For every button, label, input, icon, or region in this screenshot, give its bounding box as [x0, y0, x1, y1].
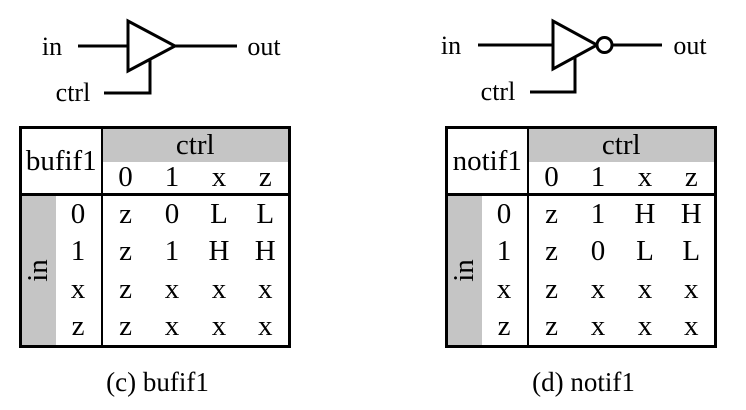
truth-cell: z	[100, 270, 149, 309]
truth-cell: x	[258, 273, 273, 305]
table-row: z z x x x	[21, 308, 290, 347]
truth-cell: x	[211, 310, 227, 343]
buffer-triangle-icon	[126, 18, 179, 74]
ctrl-label: ctrl	[56, 78, 91, 107]
truth-cell: L	[682, 235, 701, 267]
truth-cell: x	[590, 273, 606, 305]
truth-cell: x	[258, 310, 273, 343]
in-group-header: in	[20, 194, 56, 347]
truth-cell: H	[208, 235, 230, 267]
ctrl-wire	[104, 60, 152, 95]
ctrl-group-header: ctrl	[100, 127, 290, 162]
table-header-row: bufif1 ctrl	[20, 127, 290, 196]
truth-cell: x	[637, 310, 653, 343]
row-header-cell: 1	[496, 235, 512, 267]
truth-cell: z	[100, 232, 149, 271]
row-header-cell: 1	[70, 235, 86, 267]
table-row: x z x x x	[21, 270, 290, 309]
figure-caption: (c) bufif1	[106, 367, 209, 397]
row-header-cell: x	[70, 273, 86, 305]
truth-cell: x	[211, 273, 227, 305]
ctrl-label: ctrl	[481, 77, 516, 106]
table-row: in 0 z 1 H H	[446, 194, 716, 347]
truth-cell: H	[680, 197, 702, 230]
inverter-triangle-icon	[551, 18, 601, 72]
col-header-cell: x	[621, 161, 669, 196]
col-header-cell: x	[195, 161, 243, 196]
truth-cell: z	[526, 270, 575, 309]
ctrl-group-header: ctrl	[526, 127, 716, 162]
truth-cell: H	[254, 235, 276, 267]
col-header-cell: 1	[574, 161, 622, 196]
panel-bufif1: in out ctrl bufif1 ctrl 0 1 x z in 0 z	[19, 18, 291, 397]
truth-cell: x	[684, 310, 699, 343]
bufif1-truth-table: bufif1 ctrl 0 1 x z in 0 z 0 L L 1 z 1	[19, 126, 291, 348]
table-row: in 0 z 0 L L	[20, 194, 290, 347]
truth-cell: x	[590, 310, 606, 343]
truth-cell: z	[526, 232, 575, 271]
truth-cell: z	[526, 308, 575, 347]
row-header-cell: 0	[496, 197, 512, 230]
notif1-truth-table: notif1 ctrl 0 1 x z in 0 z 1 H H 1 z 0	[445, 126, 717, 348]
in-group-label: in	[22, 259, 55, 282]
truth-cell: z	[100, 194, 149, 233]
bufif1-symbol: in out ctrl	[42, 18, 281, 107]
in-label: in	[441, 31, 461, 60]
row-header-cell: 0	[70, 197, 86, 230]
table-corner-label: notif1	[446, 127, 528, 196]
in-group-label: in	[448, 259, 481, 282]
out-label: out	[247, 32, 281, 61]
panel-notif1: in out ctrl notif1 ctrl 0 1 x z in 0 z	[373, 0, 746, 410]
truth-cell: x	[164, 310, 180, 343]
row-header-cell: z	[497, 310, 511, 343]
notif1-symbol: in out ctrl	[441, 18, 707, 106]
col-header-cell: 0	[526, 161, 575, 196]
truth-cell: x	[164, 273, 180, 305]
out-label: out	[673, 31, 707, 60]
truth-cell: L	[210, 197, 228, 230]
truth-cell: x	[684, 273, 699, 305]
truth-cell: 1	[590, 197, 606, 230]
col-header-cell: z	[242, 161, 290, 196]
in-label: in	[42, 32, 62, 61]
table-row: 1 z 1 H H	[21, 232, 290, 271]
col-header-cell: z	[668, 161, 716, 196]
row-header-cell: z	[71, 310, 85, 343]
table-row: x z x x x	[447, 270, 716, 309]
truth-cell: L	[256, 197, 275, 230]
truth-cell: z	[526, 194, 575, 233]
table-header-row: notif1 ctrl	[446, 127, 716, 196]
truth-cell: 0	[590, 235, 606, 267]
row-header-cell: x	[496, 273, 512, 305]
col-header-cell: 1	[148, 161, 196, 196]
table-row: 1 z 0 L L	[447, 232, 716, 271]
truth-cell: H	[634, 197, 656, 230]
table-row: z z x x x	[447, 308, 716, 347]
truth-cell: L	[636, 235, 654, 267]
truth-cell: z	[100, 308, 149, 347]
figure-caption: (d) notif1	[532, 367, 635, 397]
ctrl-values-row: 0 1 x z	[21, 161, 290, 196]
table-corner-label: bufif1	[20, 127, 102, 196]
truth-cell: 0	[164, 197, 180, 230]
truth-cell: x	[637, 273, 653, 305]
inversion-bubble-icon	[595, 36, 614, 54]
col-header-cell: 0	[100, 161, 149, 196]
ctrl-wire	[530, 58, 577, 94]
ctrl-values-row: 0 1 x z	[447, 161, 716, 196]
truth-cell: 1	[164, 235, 180, 267]
in-group-header: in	[446, 194, 482, 347]
